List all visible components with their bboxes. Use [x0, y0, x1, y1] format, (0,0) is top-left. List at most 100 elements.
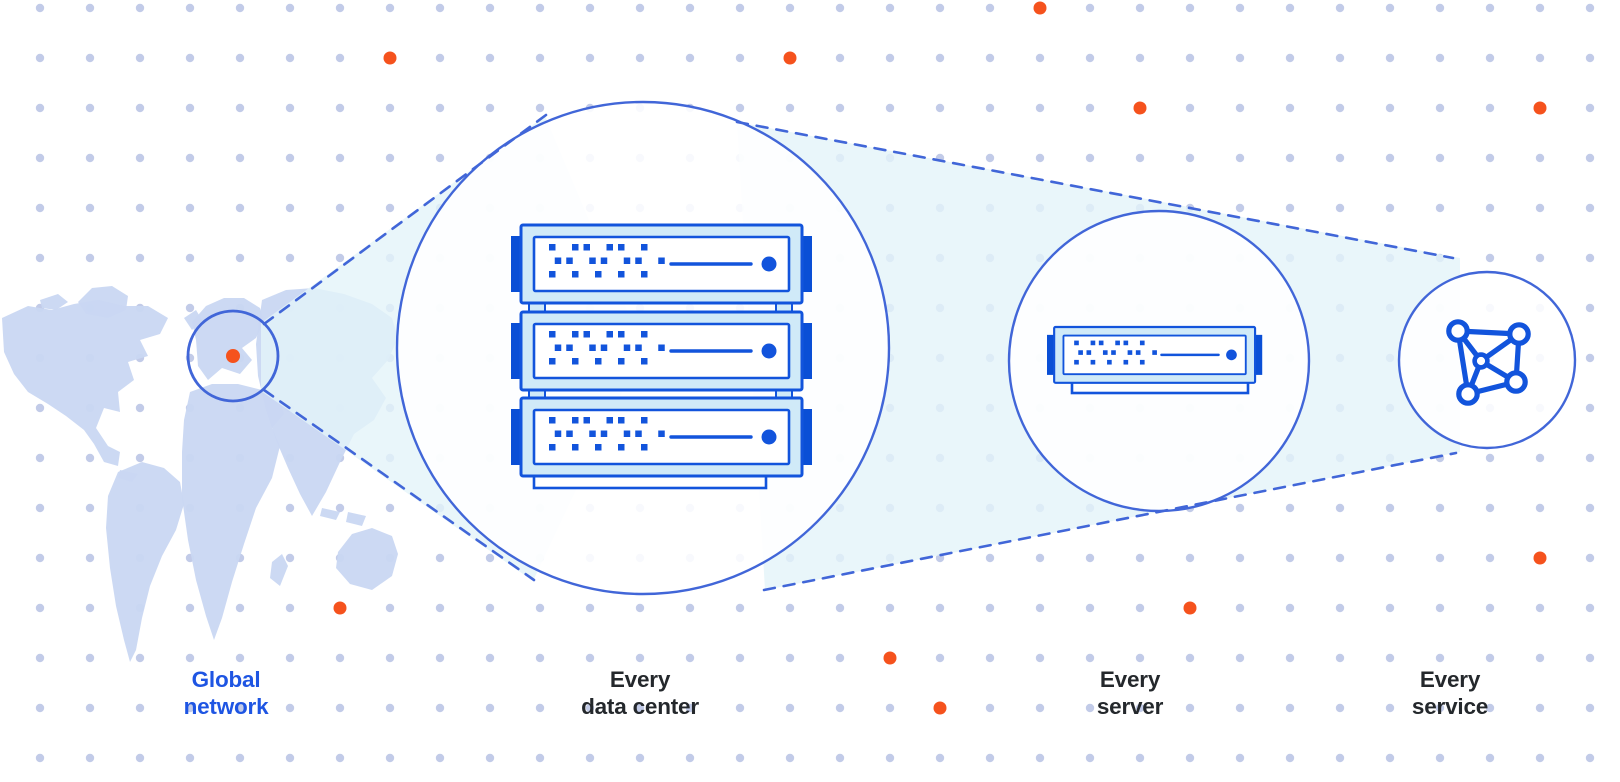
- grid-dot: [885, 3, 895, 13]
- grid-dot: [1535, 603, 1545, 613]
- grid-dot: [485, 753, 495, 763]
- grid-dot: [1335, 3, 1345, 13]
- grid-dot: [1585, 3, 1595, 13]
- grid-dot: [1485, 453, 1495, 463]
- grid-dot: [1535, 153, 1545, 163]
- grid-dot: [1135, 53, 1145, 63]
- grid-dot: [1485, 703, 1495, 713]
- accent-dot: [1533, 551, 1547, 565]
- grid-dot: [535, 103, 545, 113]
- grid-dot: [135, 753, 145, 763]
- grid-dot: [135, 403, 145, 413]
- grid-dot: [285, 503, 295, 513]
- grid-dot: [335, 703, 345, 713]
- grid-dot: [85, 703, 95, 713]
- grid-dot: [1185, 103, 1195, 113]
- grid-dot: [1235, 3, 1245, 13]
- grid-dot: [35, 453, 45, 463]
- dash-datacenter-to-service-bottom: [762, 451, 1458, 592]
- grid-dot: [985, 753, 995, 763]
- grid-dot: [235, 703, 245, 713]
- grid-dot: [1535, 703, 1545, 713]
- grid-dot: [935, 753, 945, 763]
- grid-dot: [835, 3, 845, 13]
- grid-dot: [85, 453, 95, 463]
- grid-dot: [385, 203, 395, 213]
- grid-dot: [1585, 103, 1595, 113]
- accent-dot: [333, 601, 347, 615]
- grid-dot: [1485, 753, 1495, 763]
- grid-dot: [335, 203, 345, 213]
- grid-dot: [85, 253, 95, 263]
- map-australia: [336, 528, 398, 590]
- grid-dot: [585, 703, 595, 713]
- grid-dot: [1585, 603, 1595, 613]
- grid-dot: [185, 153, 195, 163]
- grid-dot: [685, 753, 695, 763]
- grid-dot: [985, 53, 995, 63]
- grid-dot: [1285, 503, 1295, 513]
- map-madagascar: [270, 554, 288, 586]
- grid-dot: [1485, 553, 1495, 563]
- grid-dot: [1235, 203, 1245, 213]
- grid-dot: [85, 3, 95, 13]
- grid-dot: [1585, 253, 1595, 263]
- grid-dot: [1485, 53, 1495, 63]
- grid-dot: [985, 603, 995, 613]
- grid-dot: [1585, 503, 1595, 513]
- grid-dot: [285, 3, 295, 13]
- grid-dot: [785, 3, 795, 13]
- grid-dot: [1535, 453, 1545, 463]
- grid-dot: [385, 603, 395, 613]
- map-arctic-islands: [40, 294, 68, 310]
- grid-dot: [735, 3, 745, 13]
- grid-dot: [1435, 3, 1445, 13]
- grid-dot: [1435, 553, 1445, 563]
- grid-dot: [1535, 203, 1545, 213]
- grid-dot: [35, 503, 45, 513]
- grid-dot: [1085, 603, 1095, 613]
- grid-dot: [85, 53, 95, 63]
- grid-dot: [1035, 703, 1045, 713]
- grid-dot: [35, 253, 45, 263]
- grid-dot: [385, 503, 395, 513]
- grid-dot: [1085, 553, 1095, 563]
- caption-every-server: Every server: [1097, 666, 1164, 720]
- grid-dot: [85, 553, 95, 563]
- grid-dot: [735, 103, 745, 113]
- grid-dot: [1085, 103, 1095, 113]
- grid-dot: [685, 703, 695, 713]
- grid-dot: [35, 403, 45, 413]
- grid-dot: [835, 603, 845, 613]
- grid-dot: [335, 653, 345, 663]
- grid-dot: [1435, 153, 1445, 163]
- grid-dot: [135, 453, 145, 463]
- grid-dot: [735, 703, 745, 713]
- grid-dot: [935, 3, 945, 13]
- grid-dot: [185, 203, 195, 213]
- grid-dot: [585, 753, 595, 763]
- grid-dot: [1485, 3, 1495, 13]
- map-uk: [184, 310, 202, 330]
- grid-dot: [1585, 703, 1595, 713]
- grid-dot: [435, 3, 445, 13]
- grid-dot: [1435, 53, 1445, 63]
- grid-dot: [1135, 3, 1145, 13]
- grid-dot: [1435, 103, 1445, 113]
- grid-dot: [85, 653, 95, 663]
- grid-dot: [785, 753, 795, 763]
- grid-dot: [1285, 753, 1295, 763]
- grid-dot: [1385, 703, 1395, 713]
- grid-dot: [1385, 653, 1395, 663]
- grid-dot: [385, 153, 395, 163]
- grid-dot: [1535, 253, 1545, 263]
- grid-dot: [335, 153, 345, 163]
- grid-dot: [1085, 153, 1095, 163]
- grid-dot: [385, 103, 395, 113]
- grid-dot: [85, 103, 95, 113]
- accent-dot: [383, 51, 397, 65]
- grid-dot: [335, 3, 345, 13]
- grid-dot: [1435, 753, 1445, 763]
- grid-dot: [1185, 53, 1195, 63]
- grid-dot: [535, 603, 545, 613]
